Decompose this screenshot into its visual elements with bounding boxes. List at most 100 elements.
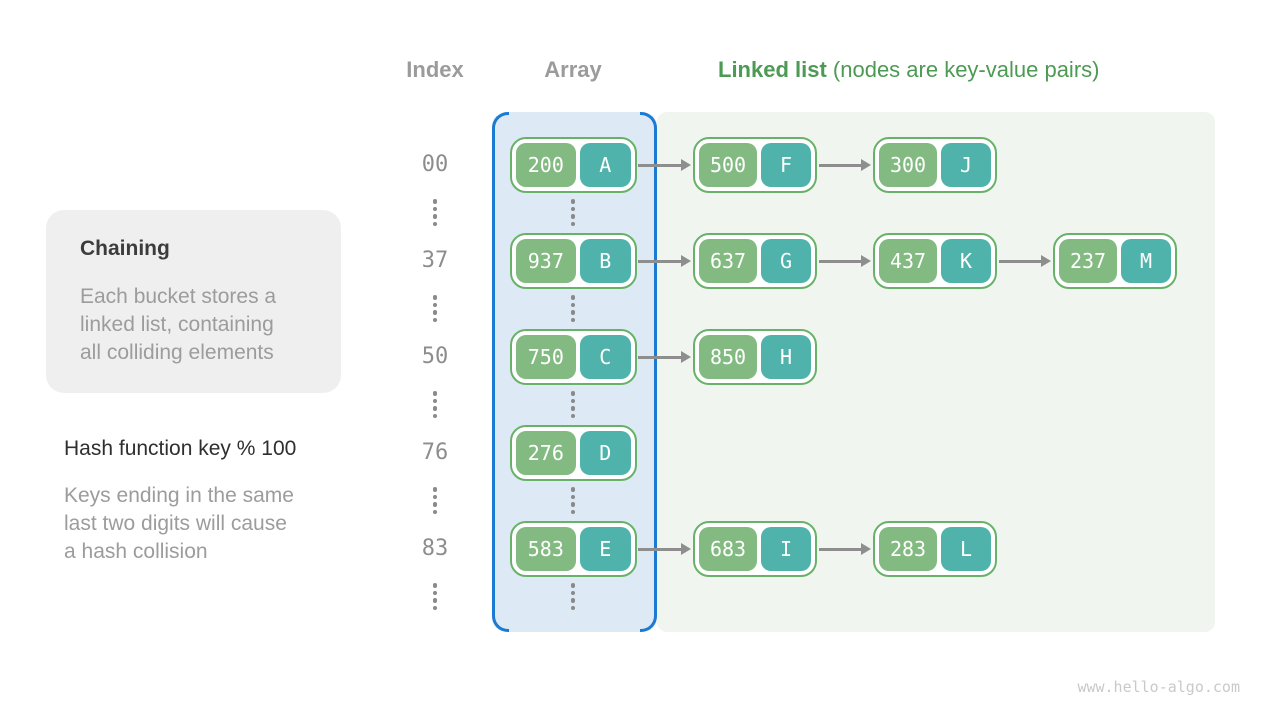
node-value: J xyxy=(941,143,991,187)
chaining-callout: Chaining Each bucket stores a linked lis… xyxy=(46,210,341,393)
node-value: E xyxy=(579,527,631,571)
vertical-ellipsis xyxy=(430,487,440,514)
ellipsis-dot xyxy=(432,502,438,507)
ellipsis-dot xyxy=(432,590,438,595)
index-label: 50 xyxy=(421,344,449,369)
ellipsis-dot xyxy=(570,295,576,300)
chaining-description: Each bucket stores a linked list, contai… xyxy=(80,285,277,364)
ellipsis-dot xyxy=(570,391,576,396)
vertical-ellipsis xyxy=(568,391,578,418)
node-key: 583 xyxy=(516,527,576,571)
ellipsis-dot xyxy=(570,214,576,219)
node-key: 937 xyxy=(516,239,576,283)
ellipsis-dot xyxy=(570,317,576,322)
node-value: A xyxy=(579,143,631,187)
ellipsis-dot xyxy=(432,310,438,315)
ellipsis-dot xyxy=(570,605,576,610)
ellipsis-dot xyxy=(570,406,576,411)
node-key: 437 xyxy=(879,239,937,283)
ellipsis-dot xyxy=(570,398,576,403)
vertical-ellipsis xyxy=(430,391,440,418)
ellipsis-dot xyxy=(570,590,576,595)
hash-collision-note: Keys ending in the same last two digits … xyxy=(64,484,294,563)
ellipsis-dot xyxy=(432,509,438,514)
node-value: D xyxy=(579,431,631,475)
ellipsis-dot xyxy=(570,583,576,588)
pointer-arrow xyxy=(638,159,691,171)
node-key: 200 xyxy=(516,143,576,187)
pointer-arrow xyxy=(638,255,691,267)
node-key: 283 xyxy=(879,527,937,571)
pointer-arrow xyxy=(819,159,871,171)
ellipsis-dot xyxy=(432,413,438,418)
ellipsis-dot xyxy=(432,214,438,219)
ellipsis-dot xyxy=(432,295,438,300)
node-value: H xyxy=(761,335,811,379)
vertical-ellipsis xyxy=(568,199,578,226)
ellipsis-dot xyxy=(432,398,438,403)
array-bracket-right xyxy=(640,112,657,632)
ellipsis-dot xyxy=(570,310,576,315)
node-key: 276 xyxy=(516,431,576,475)
node-key: 300 xyxy=(879,143,937,187)
node-value: G xyxy=(761,239,811,283)
ellipsis-dot xyxy=(432,199,438,204)
node-value: F xyxy=(761,143,811,187)
ellipsis-dot xyxy=(570,221,576,226)
ellipsis-dot xyxy=(432,605,438,610)
chaining-title: Chaining xyxy=(80,237,170,260)
pointer-arrow xyxy=(819,255,871,267)
vertical-ellipsis xyxy=(568,487,578,514)
ellipsis-dot xyxy=(570,199,576,204)
node-value: L xyxy=(941,527,991,571)
vertical-ellipsis xyxy=(568,583,578,610)
node-key: 750 xyxy=(516,335,576,379)
node-value: B xyxy=(579,239,631,283)
ellipsis-dot xyxy=(570,502,576,507)
ellipsis-dot xyxy=(432,221,438,226)
pointer-arrow xyxy=(999,255,1051,267)
ellipsis-dot xyxy=(432,302,438,307)
index-label: 76 xyxy=(421,440,449,465)
ellipsis-dot xyxy=(570,494,576,499)
node-value: K xyxy=(941,239,991,283)
vertical-ellipsis xyxy=(430,583,440,610)
array-bracket-left xyxy=(492,112,509,632)
ellipsis-dot xyxy=(432,206,438,211)
header-linked-list: Linked list (nodes are key-value pairs) xyxy=(718,57,1099,83)
vertical-ellipsis xyxy=(430,199,440,226)
header-array: Array xyxy=(544,57,602,82)
vertical-ellipsis xyxy=(568,295,578,322)
node-key: 237 xyxy=(1059,239,1117,283)
ellipsis-dot xyxy=(432,494,438,499)
vertical-ellipsis xyxy=(430,295,440,322)
node-key: 637 xyxy=(699,239,757,283)
ellipsis-dot xyxy=(570,509,576,514)
hash-function-label: Hash function key % 100 xyxy=(64,437,297,460)
ellipsis-dot xyxy=(432,583,438,588)
ellipsis-dot xyxy=(432,391,438,396)
ellipsis-dot xyxy=(570,302,576,307)
ellipsis-dot xyxy=(432,598,438,603)
node-value: C xyxy=(579,335,631,379)
node-key: 683 xyxy=(699,527,757,571)
pointer-arrow xyxy=(638,543,691,555)
pointer-arrow xyxy=(638,351,691,363)
ellipsis-dot xyxy=(570,206,576,211)
index-label: 00 xyxy=(421,152,449,177)
ellipsis-dot xyxy=(432,406,438,411)
ellipsis-dot xyxy=(570,487,576,492)
index-label: 37 xyxy=(421,248,449,273)
